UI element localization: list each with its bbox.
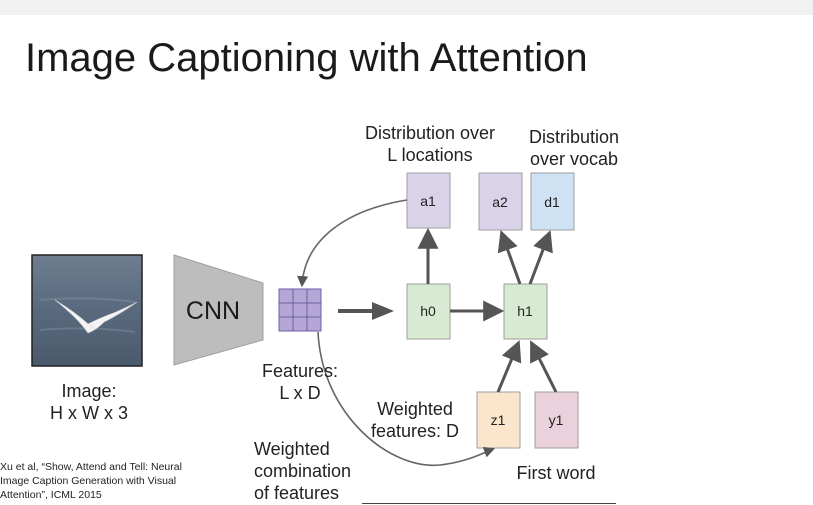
image-label-line1: Image: (61, 381, 117, 401)
first-word-label: First word (516, 463, 596, 483)
z1-box (476, 391, 521, 449)
y1-to-h1-arrow (530, 340, 558, 393)
weighted-combination-line3: of features (254, 483, 340, 503)
seagull-icon (54, 299, 138, 334)
weighted-features-line1: Weighted (377, 399, 453, 419)
features-label-line2: L x D (279, 383, 321, 403)
weighted-combination-line1: Weighted (254, 439, 330, 459)
d1-label: d1 (544, 194, 560, 210)
weighted-combination-label: Weighted combination of features (254, 438, 364, 504)
top-bar (0, 0, 813, 15)
citation: Xu et al, “Show, Attend and Tell: Neural… (0, 461, 182, 501)
y1-label: y1 (549, 412, 564, 428)
d1-box (530, 172, 575, 231)
cnn-label: CNN (186, 297, 240, 325)
z1-label: z1 (491, 412, 506, 428)
a2-box (478, 172, 523, 231)
dist-vocab-line1: Distribution (528, 127, 620, 147)
features-to-z1-curve (317, 331, 496, 467)
h1-label: h1 (517, 303, 533, 319)
feature-grid (278, 288, 322, 332)
h0-label: h0 (420, 303, 436, 319)
bottom-divider (362, 503, 616, 504)
cnn-block (173, 254, 264, 366)
dist-locations-label: Distribution over L locations (356, 122, 504, 166)
a1-label: a1 (420, 193, 436, 209)
input-image (31, 254, 143, 367)
features-label-line1: Features: (261, 361, 339, 381)
a1-to-features-curve (297, 199, 408, 288)
slide-title: Image Captioning with Attention (25, 36, 588, 80)
image-label: Image: H x W x 3 (45, 380, 133, 424)
a1-box (406, 172, 451, 229)
y1-box (534, 391, 579, 449)
h1-to-d1-arrow (528, 230, 553, 285)
weighted-features-line2: features: D (370, 421, 460, 441)
dist-vocab-label: Distribution over vocab (520, 126, 628, 170)
dist-locations-line2: L locations (387, 145, 473, 165)
features-to-h0-arrowhead (372, 302, 394, 320)
dist-vocab-line2: over vocab (529, 149, 619, 169)
dist-locations-line1: Distribution over (364, 123, 496, 143)
image-label-line2: H x W x 3 (49, 403, 128, 423)
weighted-features-label: Weighted features: D (362, 398, 468, 442)
z1-to-h1-arrow (496, 340, 522, 393)
weighted-combination-line2: combination (254, 461, 352, 481)
a2-label: a2 (492, 194, 508, 210)
features-label: Features: L x D (254, 360, 346, 404)
h1-to-a2-arrow (497, 230, 522, 285)
